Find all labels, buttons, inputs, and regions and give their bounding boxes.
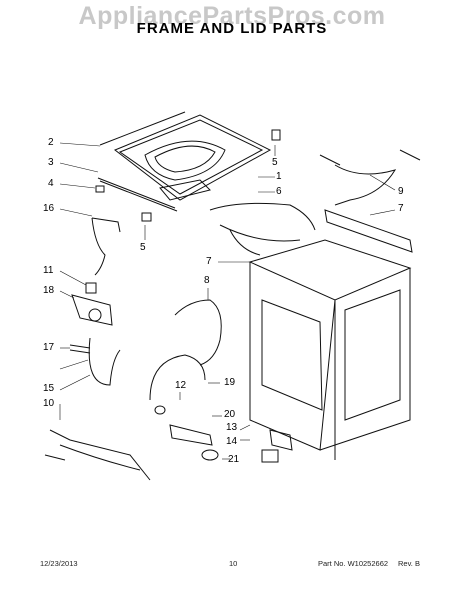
clamp-21 (201, 449, 219, 461)
callout-label: 15 (43, 383, 55, 394)
harness-9 (319, 149, 421, 206)
harness-6 (209, 202, 316, 256)
harness-16 (91, 217, 121, 276)
footer-rev: Rev. B (398, 559, 420, 568)
callout-label: 5 (140, 242, 146, 253)
harness-8 (174, 299, 222, 366)
watermark: AppliancePartsPros.com (78, 2, 386, 30)
callout-label: 10 (43, 398, 55, 409)
footer-date: 12/23/2013 (40, 559, 78, 568)
hose-15 (88, 337, 121, 386)
callout-label: 7 (206, 256, 212, 267)
valve-18 (71, 294, 113, 326)
callout-label: 9 (398, 186, 404, 197)
part-5-left (141, 212, 152, 222)
callout-label: 17 (43, 342, 55, 353)
callout-label: 19 (224, 377, 236, 388)
callout-label: 3 (48, 157, 54, 168)
part-14 (261, 449, 279, 463)
strip-3 (97, 177, 176, 209)
callout-label: 11 (43, 265, 54, 276)
callout-label: 8 (204, 275, 210, 286)
callout-label: 21 (228, 454, 240, 465)
callout-label: 14 (226, 436, 238, 447)
callout-label: 2 (48, 137, 54, 148)
part-11 (85, 282, 97, 294)
callout-label: 6 (276, 186, 282, 197)
callout-label: 16 (43, 203, 55, 214)
hose-19 (149, 354, 206, 401)
callout-label: 20 (224, 409, 236, 420)
part-13 (269, 429, 293, 451)
part-5-right (271, 129, 281, 141)
pump-20 (169, 424, 213, 446)
callout-label: 1 (276, 171, 282, 182)
callout-label: 7 (398, 203, 404, 214)
harness-10 (44, 429, 151, 481)
cabinet-frame (248, 239, 412, 460)
part-4 (95, 185, 105, 193)
callout-label: 4 (48, 178, 54, 189)
callout-label: 12 (175, 380, 187, 391)
footer-page: 10 (229, 559, 238, 568)
page-title: FRAME AND LID PARTS (136, 20, 328, 37)
lid-panel (114, 114, 272, 201)
callout-label: 13 (226, 422, 238, 433)
callout-label: 5 (272, 157, 278, 168)
footer-part-no: Part No. W10252662 (318, 559, 389, 568)
callout-label: 18 (43, 285, 55, 296)
bracket-7-top (324, 209, 413, 253)
part-17 (69, 344, 91, 354)
strip-2 (99, 111, 186, 146)
ring-12 (154, 405, 166, 415)
